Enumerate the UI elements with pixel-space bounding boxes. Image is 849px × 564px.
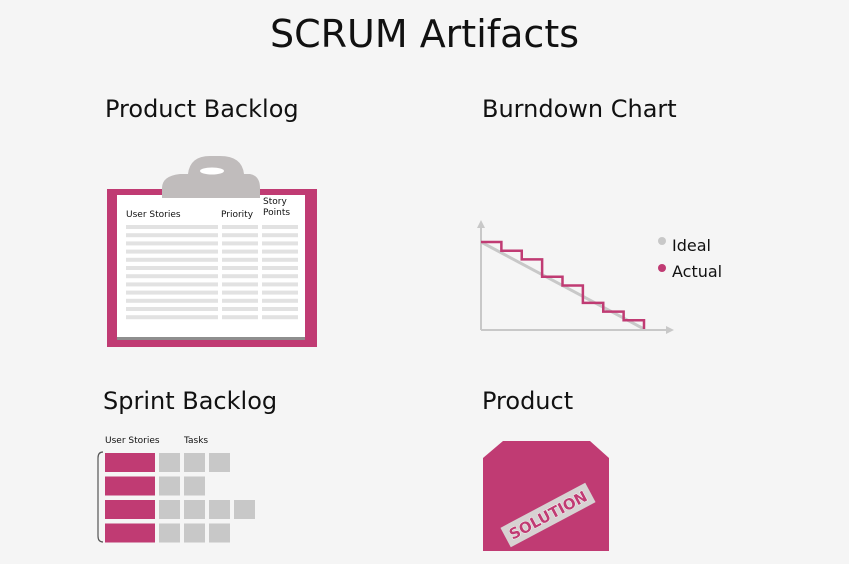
backlog-row-line bbox=[222, 298, 258, 303]
solution-stamp bbox=[500, 482, 596, 548]
product-box: SOLUTION bbox=[483, 441, 609, 551]
sprint-col-tasks: Tasks bbox=[184, 436, 209, 446]
backlog-row-line bbox=[222, 249, 258, 254]
backlog-row-line bbox=[126, 257, 218, 262]
backlog-row-line bbox=[222, 233, 258, 238]
sprint-task bbox=[159, 523, 180, 543]
backlog-row-line bbox=[262, 225, 298, 229]
sprint-task bbox=[209, 523, 230, 543]
sprint-task bbox=[184, 523, 205, 543]
backlog-row-line bbox=[262, 241, 298, 246]
sprint-task bbox=[159, 476, 180, 496]
sprint-task bbox=[234, 500, 255, 519]
backlog-row-line bbox=[222, 315, 258, 320]
backlog-row-line bbox=[126, 307, 218, 311]
backlog-row-line bbox=[126, 290, 218, 295]
sprint-user-story bbox=[105, 453, 155, 472]
legend-ideal-label: Ideal bbox=[672, 236, 711, 255]
sprint-task bbox=[184, 453, 205, 472]
y-axis-arrow bbox=[477, 220, 485, 228]
backlog-row-line bbox=[222, 257, 258, 262]
backlog-row-line bbox=[262, 266, 298, 270]
backlog-row-line bbox=[262, 233, 298, 238]
backlog-row-line bbox=[262, 274, 298, 279]
paper-shadow bbox=[117, 337, 305, 340]
clipboard-clip bbox=[162, 156, 260, 198]
legend-actual-dot bbox=[658, 264, 666, 272]
backlog-col-user-stories: User Stories bbox=[126, 210, 181, 220]
backlog-row-line bbox=[222, 307, 258, 311]
sprint-backlog-title: Sprint Backlog bbox=[103, 387, 278, 415]
burndown-chart bbox=[477, 220, 674, 334]
backlog-row-line bbox=[126, 298, 218, 303]
backlog-rows bbox=[126, 225, 298, 320]
sprint-user-story bbox=[105, 476, 155, 496]
backlog-col-priority: Priority bbox=[221, 210, 254, 220]
x-axis-arrow bbox=[666, 326, 674, 334]
clip-hole bbox=[200, 167, 224, 175]
sprint-rows bbox=[105, 453, 255, 543]
sprint-backlog-grid bbox=[97, 451, 255, 543]
backlog-row-line bbox=[262, 290, 298, 295]
actual-line bbox=[481, 240, 646, 329]
legend-actual-label: Actual bbox=[672, 262, 723, 281]
backlog-row-line bbox=[222, 282, 258, 287]
backlog-row-line bbox=[222, 225, 258, 229]
sprint-user-story bbox=[105, 500, 155, 519]
backlog-row-line bbox=[222, 274, 258, 279]
sprint-task bbox=[159, 500, 180, 519]
backlog-row-line bbox=[222, 241, 258, 246]
page-title: SCRUM Artifacts bbox=[269, 12, 580, 56]
backlog-row-line bbox=[262, 249, 298, 254]
story-points-line2: Points bbox=[263, 208, 291, 218]
backlog-row-line bbox=[126, 225, 218, 229]
backlog-row-line bbox=[262, 298, 298, 303]
backlog-row-line bbox=[222, 290, 258, 295]
burndown-series bbox=[480, 240, 646, 331]
sprint-bracket bbox=[97, 451, 104, 543]
story-points-line1: Story bbox=[263, 197, 287, 207]
backlog-row-line bbox=[126, 315, 218, 320]
backlog-row-line bbox=[126, 249, 218, 254]
backlog-row-line bbox=[126, 282, 218, 287]
backlog-row-line bbox=[126, 266, 218, 270]
sprint-task bbox=[159, 453, 180, 472]
backlog-row-line bbox=[126, 241, 218, 246]
backlog-row-line bbox=[262, 282, 298, 287]
product-title: Product bbox=[482, 387, 574, 415]
sprint-task bbox=[209, 500, 230, 519]
legend-ideal-dot bbox=[658, 237, 666, 245]
backlog-row-line bbox=[126, 274, 218, 279]
backlog-row-line bbox=[222, 266, 258, 270]
backlog-row-line bbox=[262, 307, 298, 311]
sprint-task bbox=[184, 476, 205, 496]
burndown-chart-title: Burndown Chart bbox=[482, 95, 677, 123]
sprint-task bbox=[184, 500, 205, 519]
sprint-col-user-stories: User Stories bbox=[105, 436, 160, 446]
backlog-row-line bbox=[262, 257, 298, 262]
clipboard-illustration bbox=[107, 156, 317, 347]
sprint-user-story bbox=[105, 523, 155, 543]
sprint-task bbox=[209, 453, 230, 472]
backlog-row-line bbox=[126, 233, 218, 238]
backlog-row-line bbox=[262, 315, 298, 320]
backlog-col-story-points: Story Points bbox=[263, 197, 290, 219]
product-backlog-title: Product Backlog bbox=[105, 95, 299, 123]
